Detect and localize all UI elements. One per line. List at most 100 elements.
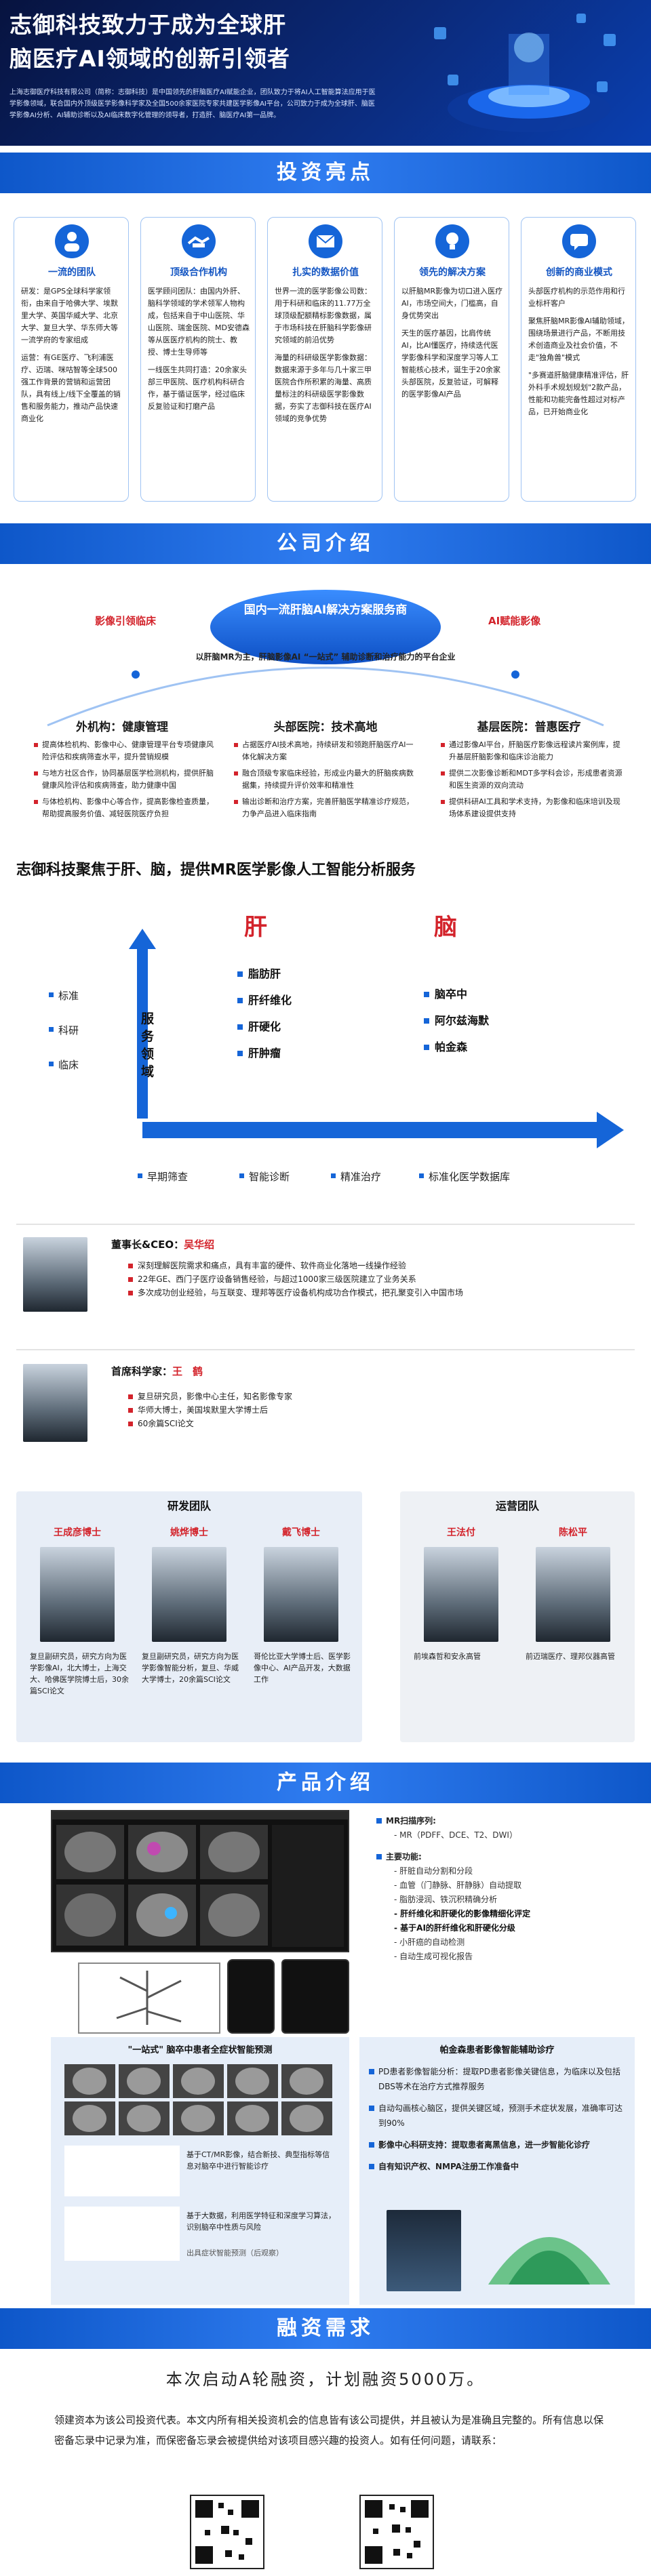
highlight-card-team: 一流的团队 研发：是GPS全球科学家领衔，由来自于哈佛大学、埃默里大学、英国华威… — [14, 217, 129, 502]
section-title-company: 公司介绍 — [277, 531, 374, 555]
liver-service-item: 脂肪肝 — [237, 966, 292, 982]
section-title-highlights: 投资亮点 — [277, 161, 374, 184]
rd-team-title: 研发团队 — [167, 1500, 211, 1512]
ceo-photo — [23, 1237, 87, 1312]
highlight-paragraph: "多赛道肝脑健康精准评估，肝外科手术规划规划"2款产品，性能和功能完备性超过对标… — [528, 371, 629, 416]
cso-bullet: 华师大博士，美国埃默里大学博士后 — [128, 1403, 535, 1417]
highlight-paragraph: 运营：有GE医疗、飞利浦医疗、迈瑞、咪咕智等全球500强工作背景的营销和运营团队… — [21, 353, 121, 423]
product-feature-sub: 肝脏自动分割和分段 — [376, 1864, 634, 1878]
ceo-bullet: 22年GE、西门子医疗设备销售经验，与超过1000家三级医院建立了业务关系 — [128, 1272, 616, 1286]
rd-team-box: 研发团队 王成彦博士 复旦副研究员，研究方向为医学影像AI，北大博士，上海交大、… — [16, 1491, 362, 1742]
highlight-paragraph: 天生的医疗基因，比肩传统AI，比AI懂医疗，持续迭代医学影像科学和深度学习等人工… — [401, 329, 500, 399]
intro-list-item: 与体检机构、影像中心等合作，提高影像检查质量，帮助提高服务价值、减轻医院医疗负担 — [34, 796, 217, 820]
section-banner-highlights: 投资亮点 — [0, 153, 651, 193]
cso-bullet: 60余篇SCI论文 — [128, 1417, 535, 1430]
highlight-title: 创新的商业模式 — [546, 267, 612, 278]
product-feature-sub: 自动生成可视化报告 — [376, 1950, 634, 1964]
rd-member-desc: 哥伦比亚大学博士后、医学影像中心、AI产品开发，大数据工作 — [254, 1652, 351, 1684]
product-feature-sub: 基于AI的肝纤维化和肝硬化分级 — [376, 1921, 634, 1935]
hero-title: 志御科技致力于成为全球肝 脑医疗AI领域的创新引领者 — [9, 8, 290, 76]
ops-member-name: 陈松平 — [559, 1527, 587, 1538]
liver-service-item: 肝肿瘤 — [237, 1045, 292, 1062]
highlight-title: 一流的团队 — [48, 267, 96, 278]
parkinson-brain-scan — [387, 2210, 461, 2291]
section-title-product: 产品介绍 — [277, 1771, 374, 1794]
rd-member-photo — [152, 1547, 226, 1642]
x-category-item: 精准治疗 — [331, 1169, 381, 1184]
highlights-row: 一流的团队 研发：是GPS全球科学家领衔，由来自于哈佛大学、埃默里大学、英国华威… — [14, 217, 637, 502]
product-feature-list: MR扫描序列: MR（PDFF、DCE、T2、DWI） 主要功能: 肝脏自动分割… — [376, 1807, 634, 1964]
highlight-paragraph: 世界一流的医学影像公司数：用于科研和临床的11.77万全球顶级配额精标影像数据，… — [275, 287, 372, 344]
parkinson-feature-list: PD患者影像智能分析：提取PD患者影像关键信息，为临床以及包括DBS等术在治疗方… — [369, 2057, 627, 2174]
cso-photo — [23, 1364, 87, 1442]
parkinson-product-title: 帕金森患者影像智能辅助诊疗 — [439, 2045, 555, 2055]
hero-banner: 志御科技致力于成为全球肝 脑医疗AI领域的创新引领者 上海志御医疗科技有限公司（… — [0, 0, 651, 146]
focus-axes — [129, 929, 624, 1148]
section-banner-product: 产品介绍 — [0, 1763, 651, 1803]
stroke-product-title: "一站式" 脑卒中患者全症状智能预测 — [127, 2045, 273, 2055]
ops-member-photo — [424, 1547, 498, 1642]
cso-name: 王 鹤 — [172, 1365, 203, 1377]
highlight-paragraph: 海量的科研级医学影像数据：数据来源于多年与几十家三甲医院合作所积累的海量、高质量… — [275, 353, 372, 423]
ceo-role-label: 董事长&CEO： — [111, 1239, 184, 1251]
intro-column-list: 通过影像AI平台，肝脑医疗影像远程读片案例库，提升基层肝脑影像和临床诊治能力 提… — [441, 739, 624, 824]
rd-member-photo — [40, 1547, 115, 1642]
highlight-paragraph: 一线医生共同打造：20余家头部三甲医院、医疗机构科研合作，基于循证医学，经过临床… — [148, 365, 247, 411]
cso-role: 首席科学家：王 鹤 — [111, 1364, 203, 1378]
intro-column-list: 提高体检机构、影像中心、健康管理平台专项健康风险评估和疾病筛查水平，提升营销规模… — [34, 739, 217, 824]
ceo-profile: 董事长&CEO：吴华绍 深刻理解医院需求和痛点，具有丰富的硬件、软件商业化落地一… — [16, 1224, 635, 1332]
rd-member-name: 王成彦博士 — [54, 1527, 101, 1538]
ops-member-photo — [536, 1547, 610, 1642]
bulb-icon — [435, 224, 469, 258]
rd-member-name: 姚烨博士 — [170, 1527, 208, 1538]
section-banner-company: 公司介绍 — [0, 523, 651, 564]
highlight-paragraph: 医学顾问团队：由国内外肝、脑科学领域的学术领军人物构成，包括来自于中山医院、华山… — [148, 287, 250, 357]
cso-profile: 首席科学家：王 鹤 复旦研究员，影像中心主任，知名影像专家 华师大博士，美国埃默… — [16, 1349, 635, 1464]
x-category-item: 智能诊断 — [239, 1169, 290, 1184]
product-feature-sub: 血管（门静脉、肝静脉）自动提取 — [376, 1878, 634, 1893]
product-3d-vessel-view — [78, 1963, 220, 2034]
intro-list-item: 通过影像AI平台，肝脑医疗影像远程读片案例库，提升基层肝脑影像和临床诊治能力 — [441, 739, 624, 763]
liver-service-item: 肝纤维化 — [237, 992, 292, 1009]
intro-list-item: 提供二次影像诊断和MDT多学科会诊，形成患者资源和医生资源的双向流动 — [441, 767, 624, 792]
parkinson-feature: 自动勾画核心脑区，提供关键区域，预测手术症状发展，准确率可达到90% — [369, 2101, 627, 2131]
liver-service-list: 脂肪肝 肝纤维化 肝硬化 肝肿瘤 — [237, 966, 292, 1072]
highlight-title: 顶级合作机构 — [170, 267, 227, 278]
ops-member-name: 王法付 — [447, 1527, 475, 1538]
y-category-item: 科研 — [49, 1023, 79, 1037]
hero-title-line2: 脑医疗AI领域的创新引领者 — [9, 45, 290, 72]
intro-column-title: 外机构：健康管理 — [76, 721, 168, 734]
ceo-name: 吴华绍 — [184, 1239, 215, 1251]
parkinson-product-box: 帕金森患者影像智能辅助诊疗 PD患者影像智能分析：提取PD患者影像关键信息，为临… — [359, 2037, 635, 2305]
parkinson-3d-chart — [488, 2237, 610, 2285]
ops-member-desc: 前迈瑞医疗、理邦仪器高管 — [526, 1652, 615, 1661]
highlight-card-data: 扎实的数据价值 世界一流的医学影像公司数：用于科研和临床的11.77万全球顶级配… — [267, 217, 382, 502]
highlight-title: 领先的解决方案 — [419, 267, 486, 278]
intro-left-tag: 影像引领临床 — [95, 615, 157, 627]
ceo-bullet: 多次成功创业经验，与互联变、理邦等医疗设备机构成功合作模式，把孔聚变引入中国市场 — [128, 1286, 616, 1300]
intro-right-tag: AI赋能影像 — [488, 615, 541, 627]
product-feature-sub: 肝纤维化和肝硬化的影像精细化评定 — [376, 1907, 634, 1921]
organ-brain-label: 脑 — [434, 914, 461, 941]
x-category-item: 标准化医学数据库 — [419, 1169, 510, 1184]
y-category-list: 标准 科研 临床 — [49, 988, 79, 1092]
financing-description: 领建资本为该公司投资代表。本文内所有相关投资机会的信息皆有该公司提供，并且被认为… — [54, 2414, 604, 2447]
organ-liver-label: 肝 — [244, 914, 271, 941]
stroke-map-thumbnail — [64, 2207, 180, 2261]
ops-team-title: 运营团队 — [495, 1500, 539, 1512]
ceo-role: 董事长&CEO：吴华绍 — [111, 1237, 214, 1251]
highlight-title: 扎实的数据价值 — [292, 267, 359, 278]
highlight-card-partners: 顶级合作机构 医学顾问团队：由国内外肝、脑科学领域的学术领军人物构成，包括来自于… — [140, 217, 256, 502]
section-banner-financing: 融资需求 — [0, 2308, 651, 2349]
highlight-paragraph: 聚焦肝脑MR影像AI辅助领域，围绕场景进行产品，不断用技术创造商业及社会价值，不… — [528, 317, 629, 362]
highlight-text: 研发：是GPS全球科学家领衔，由来自于哈佛大学、埃默里大学、英国华威大学、北京大… — [21, 285, 124, 430]
intro-center-text: 国内一流肝脑AI解决方案服务商 — [243, 603, 408, 617]
ceo-bullet: 深刻理解医院需求和痛点，具有丰富的硬件、软件商业化落地一线操作经验 — [128, 1259, 616, 1272]
intro-list-item: 输出诊断和治疗方案，完善肝脑医学精准诊疗规范，力争产品进入临床指南 — [234, 796, 417, 820]
x-category-item: 早期筛查 — [138, 1169, 188, 1184]
intro-list-item: 提高体检机构、影像中心、健康管理平台专项健康风险评估和疾病筛查水平，提升营销规模 — [34, 739, 217, 763]
intro-column-title: 头部医院：技术高地 — [273, 721, 378, 734]
highlight-text: 以肝脑MR影像为切口进入医疗AI，市场空间大，门槛高，自身优势突出 天生的医疗基… — [401, 285, 505, 406]
stroke-brain-scans — [64, 2064, 332, 2135]
